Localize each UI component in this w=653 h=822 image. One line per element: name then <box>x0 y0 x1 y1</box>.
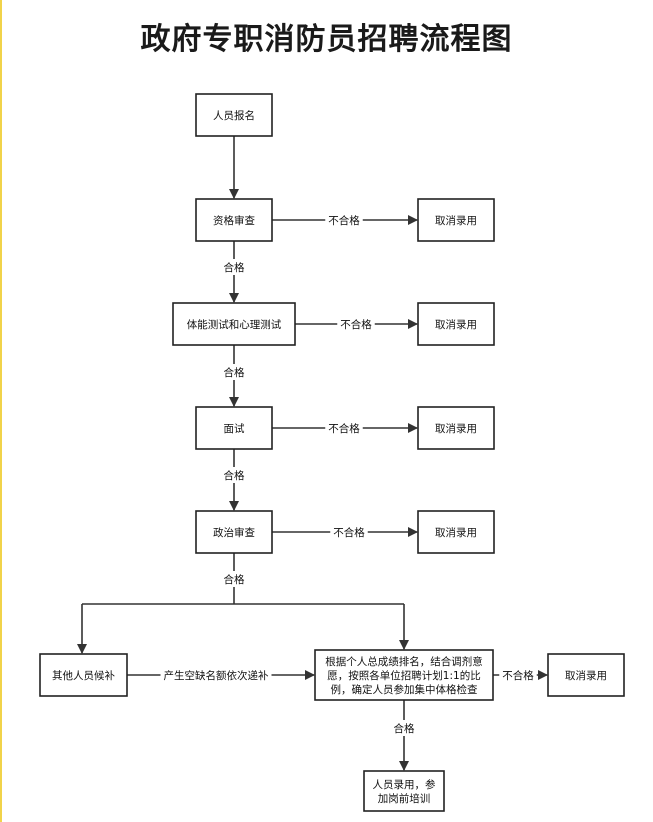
node-cancel-4-label: 取消录用 <box>435 526 477 539</box>
label-pass-2: 合格 <box>224 366 245 379</box>
node-hired-box <box>363 770 445 812</box>
node-fitness-label: 体能测试和心理测试 <box>187 318 282 331</box>
label-pass-5-bg <box>390 720 418 736</box>
node-hired-label: 人员录用，参 <box>373 778 436 791</box>
node-signup-label: 人员报名 <box>213 109 255 122</box>
label-fail-2-bg <box>337 316 375 332</box>
label-vacancy-bg <box>160 667 272 683</box>
label-fail-2: 不合格 <box>340 318 372 331</box>
node-signup-box <box>195 93 273 137</box>
node-political-box <box>195 510 273 554</box>
node-backup-label: 其他人员候补 <box>52 669 115 682</box>
node-cancel-3-label: 取消录用 <box>435 422 477 435</box>
node-cancel-1-label: 取消录用 <box>435 214 477 227</box>
label-fail-3: 不合格 <box>328 422 360 435</box>
node-cancel-1-box <box>417 198 495 242</box>
node-cancel-2-label: 取消录用 <box>435 318 477 331</box>
node-ranking: 根据个人总成绩排名，结合调剂意愿，按照各单位招聘计划1:1的比例，确定人员参加集… <box>314 649 494 701</box>
node-cancel-4: 取消录用 <box>417 510 495 554</box>
label-pass-4-bg <box>220 571 248 587</box>
node-cancel-2: 取消录用 <box>417 302 495 346</box>
label-fail-4: 不合格 <box>333 526 365 539</box>
node-fitness: 体能测试和心理测试 <box>172 302 296 346</box>
node-qualification-box <box>195 198 273 242</box>
label-pass-1-bg <box>220 259 248 275</box>
label-pass-3: 合格 <box>224 469 245 482</box>
label-pass-3-bg <box>220 467 248 483</box>
label-fail-5: 不合格 <box>502 669 534 682</box>
node-cancel-1: 取消录用 <box>417 198 495 242</box>
nodes-layer: 人员报名资格审查取消录用体能测试和心理测试取消录用面试取消录用政治审查取消录用其… <box>39 93 625 812</box>
node-political-label: 政治审查 <box>213 526 255 539</box>
node-qualification: 资格审查 <box>195 198 273 242</box>
node-fitness-box <box>172 302 296 346</box>
label-pass-4: 合格 <box>224 573 245 586</box>
label-fail-1-bg <box>325 212 363 228</box>
node-cancel-2-box <box>417 302 495 346</box>
node-ranking-label: 例，确定人员参加集中体格检查 <box>331 683 478 696</box>
node-cancel-5: 取消录用 <box>547 653 625 697</box>
label-pass-2-bg <box>220 364 248 380</box>
node-cancel-3-box <box>417 406 495 450</box>
node-ranking-label: 根据个人总成绩排名，结合调剂意 <box>325 655 483 668</box>
node-cancel-4-box <box>417 510 495 554</box>
node-ranking-box <box>314 649 494 701</box>
node-cancel-3: 取消录用 <box>417 406 495 450</box>
node-interview-label: 面试 <box>224 423 245 435</box>
label-pass-1: 合格 <box>224 261 245 274</box>
node-interview-box <box>195 406 273 450</box>
node-qualification-label: 资格审查 <box>213 214 255 227</box>
label-vacancy: 产生空缺名额依次递补 <box>164 669 269 682</box>
node-signup: 人员报名 <box>195 93 273 137</box>
label-fail-3-bg <box>325 420 363 436</box>
node-cancel-5-label: 取消录用 <box>565 669 607 682</box>
label-fail-4-bg <box>330 524 368 540</box>
label-pass-5: 合格 <box>394 722 415 735</box>
node-ranking-label: 愿，按照各单位招聘计划1:1的比 <box>327 669 480 682</box>
label-fail-5-bg <box>499 667 537 683</box>
node-cancel-5-box <box>547 653 625 697</box>
node-backup: 其他人员候补 <box>39 653 128 697</box>
node-hired-label: 加岗前培训 <box>378 792 431 805</box>
node-backup-box <box>39 653 128 697</box>
node-interview: 面试 <box>195 406 273 450</box>
page-title: 政府专职消防员招聘流程图 <box>140 22 513 57</box>
node-political: 政治审查 <box>195 510 273 554</box>
label-fail-1: 不合格 <box>328 214 360 227</box>
